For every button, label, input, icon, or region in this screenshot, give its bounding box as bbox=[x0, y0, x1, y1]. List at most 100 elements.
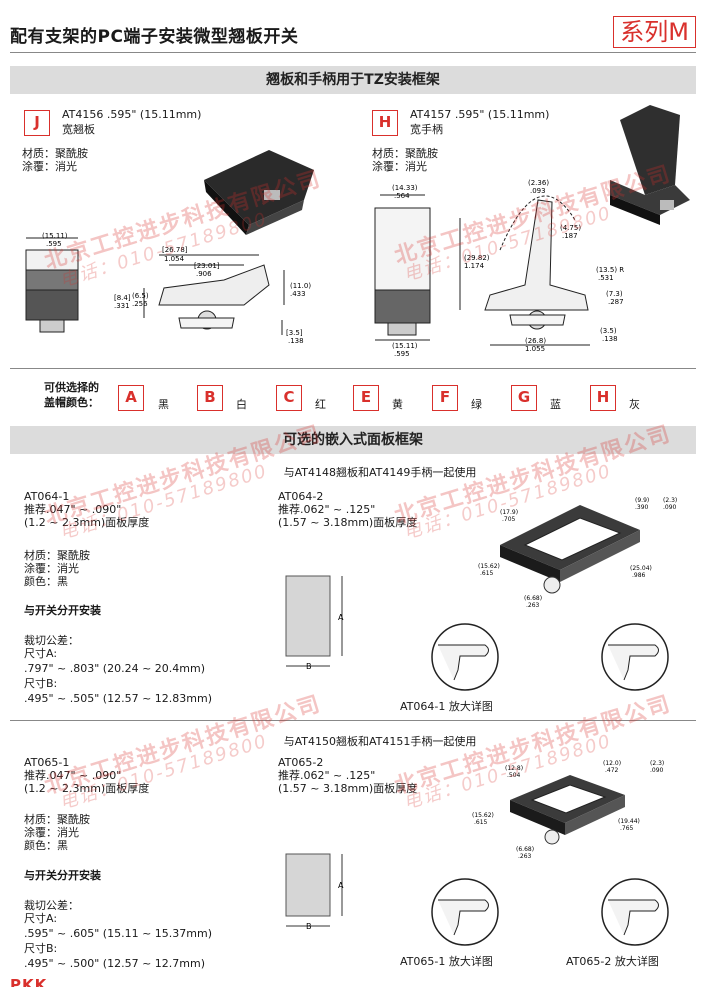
j-mid-in: .906 bbox=[196, 270, 212, 278]
g1-cutout-diagram: A B bbox=[285, 575, 344, 671]
g2-left-dima: 尺寸A: bbox=[24, 912, 58, 925]
color-label-1: 可供选择的 bbox=[44, 381, 99, 394]
j-h3-in: .433 bbox=[290, 290, 306, 298]
j-h2-mm: (6.5) bbox=[132, 292, 149, 300]
section2-heading: 可选的嵌入式面板框架 bbox=[10, 426, 696, 454]
g2-left-dima-val: .595" ~ .605" (15.11 ~ 15.37mm) bbox=[24, 927, 213, 940]
section1-heading: 翘板和手柄用于TZ安装框架 bbox=[10, 66, 696, 94]
h-b-mm: (3.5) bbox=[600, 327, 617, 335]
handle-h-side-view bbox=[484, 195, 590, 346]
j-w-in: .595 bbox=[46, 240, 62, 248]
g1-left-rec: 推荐.047" ~ .090" bbox=[24, 503, 122, 516]
g2-detail-left bbox=[431, 878, 499, 946]
g1-left-color: 颜色：黑 bbox=[24, 575, 68, 588]
g1-left-dimb-val: .495" ~ .505" (12.57 ~ 12.83mm) bbox=[24, 692, 213, 705]
series-badge: 系列M bbox=[613, 16, 696, 48]
j-len-mm: [26.78] bbox=[162, 246, 188, 254]
g1-left-tol: 裁切公差： bbox=[24, 634, 79, 647]
watermark-phone-3: 电话：010-57189800 bbox=[57, 460, 271, 544]
g2-left-material: 材质：聚酰胺 bbox=[24, 813, 90, 826]
header-divider bbox=[10, 52, 696, 53]
color-name-a: 黑 bbox=[158, 398, 169, 411]
g1-d8: .615 bbox=[480, 570, 494, 577]
item-h-desc: 宽手柄 bbox=[410, 123, 443, 136]
j-h1-mm: [8.4] bbox=[114, 294, 131, 302]
h-side-mm: (29.82) bbox=[464, 254, 490, 262]
rocker-j-photo bbox=[204, 150, 314, 235]
g1-d5: (2.3) bbox=[663, 497, 677, 504]
g2-cutout-diagram: A B bbox=[285, 853, 344, 931]
j-h1-in: .331 bbox=[114, 302, 130, 310]
j-h3-mm: (11.0) bbox=[290, 282, 311, 290]
g1-left-part: AT064-1 bbox=[24, 490, 70, 503]
g2-right-thick: (1.57 ~ 3.18mm)面板厚度 bbox=[278, 782, 418, 795]
handle-h-front-view bbox=[374, 194, 461, 341]
g1-frame-drawing: (17.9) .705 (9.9) .390 (2.3) .090 (15.62… bbox=[478, 497, 677, 609]
g1-detail-label: AT064-1 放大详图 bbox=[400, 700, 493, 713]
item-h-part: AT4157 .595" (15.11mm) bbox=[410, 108, 550, 121]
g2-d8: .615 bbox=[474, 819, 488, 826]
j-h2-in: .256 bbox=[132, 300, 148, 308]
j-w-mm: (15.11) bbox=[42, 232, 68, 240]
handle-h-drawing: (14.33) .564 (29.82) 1.174 (15.11) .595 … bbox=[374, 105, 690, 358]
color-label-2: 盖帽颜色： bbox=[44, 396, 99, 409]
color-code-g: G bbox=[511, 385, 537, 411]
color-code-c: C bbox=[276, 385, 302, 411]
g2-cutout-a: A bbox=[338, 881, 344, 890]
g2-left-dimb: 尺寸B: bbox=[24, 942, 58, 955]
g1-d3: (9.9) bbox=[635, 497, 649, 504]
h-a2-in: .187 bbox=[562, 232, 578, 240]
g1-cutout-a: A bbox=[338, 613, 344, 622]
item-j-desc: 宽翘板 bbox=[62, 123, 95, 136]
g2-cutout-b: B bbox=[306, 922, 312, 931]
g1-d4: .390 bbox=[635, 504, 649, 511]
h-side-in: 1.174 bbox=[464, 262, 485, 270]
g1-left-dima-val: .797" ~ .803" (20.24 ~ 20.4mm) bbox=[24, 662, 206, 675]
color-code-b: B bbox=[197, 385, 223, 411]
g2-right-rec: 推荐.062" ~ .125" bbox=[278, 769, 376, 782]
g2-d10: .765 bbox=[620, 825, 634, 832]
rocker-j-front-view bbox=[25, 237, 79, 333]
group1-usage: 与AT4148翘板和AT4149手柄一起使用 bbox=[283, 466, 477, 479]
rocker-j-drawing: (15.11) .595 [26.78] 1.054 [23.01] .906 … bbox=[25, 150, 314, 345]
g2-detail-label-2: AT065-2 放大详图 bbox=[566, 955, 659, 968]
h-a1-in: .093 bbox=[530, 187, 546, 195]
h-h-in: .287 bbox=[608, 298, 624, 306]
section1-divider bbox=[10, 368, 696, 369]
group-divider bbox=[10, 720, 696, 721]
g1-left-material: 材质：聚酰胺 bbox=[24, 549, 90, 562]
h-top-mm: (14.33) bbox=[392, 184, 418, 192]
g2-d4: .472 bbox=[605, 767, 619, 774]
g2-d2: .504 bbox=[507, 772, 521, 779]
h-w-mm: (15.11) bbox=[392, 342, 418, 350]
handle-h-photo bbox=[610, 105, 690, 225]
h-r-in: .531 bbox=[598, 274, 614, 282]
rocker-j-side-view bbox=[143, 254, 285, 335]
g1-left-dima: 尺寸A: bbox=[24, 647, 58, 660]
h-top-in: .564 bbox=[394, 192, 410, 200]
g2-left-color: 颜色：黑 bbox=[24, 839, 68, 852]
g2-d6: .090 bbox=[650, 767, 664, 774]
color-name-e: 黄 bbox=[392, 398, 403, 411]
color-name-c: 红 bbox=[315, 398, 326, 411]
g1-right-rec: 推荐.062" ~ .125" bbox=[278, 503, 376, 516]
color-code-e: E bbox=[353, 385, 379, 411]
g1-left-dimb: 尺寸B: bbox=[24, 677, 58, 690]
color-code-h: H bbox=[590, 385, 616, 411]
j-b-in: .138 bbox=[288, 337, 304, 345]
g1-d10: .986 bbox=[632, 572, 646, 579]
color-name-f: 绿 bbox=[471, 398, 482, 411]
g2-right-part: AT065-2 bbox=[278, 756, 324, 769]
g1-detail-right bbox=[601, 623, 669, 691]
g2-frame-drawing: (12.8) .504 (12.0) .472 (2.3) .090 (15.6… bbox=[472, 760, 664, 860]
h-r-mm: (13.5) R bbox=[596, 266, 624, 274]
g2-detail-label-1: AT065-1 放大详图 bbox=[400, 955, 493, 968]
g2-left-finish: 涂覆：消光 bbox=[24, 826, 79, 839]
item-j-part: AT4156 .595" (15.11mm) bbox=[62, 108, 202, 121]
g2-d9: (19.44) bbox=[618, 818, 640, 825]
item-j-material: 材质：聚酰胺 bbox=[22, 147, 88, 160]
h-a2-mm: (4.75) bbox=[560, 224, 581, 232]
item-h-finish: 涂覆：消光 bbox=[372, 160, 427, 173]
g2-detail-right bbox=[601, 878, 669, 946]
g1-left-finish: 涂覆：消光 bbox=[24, 562, 79, 575]
